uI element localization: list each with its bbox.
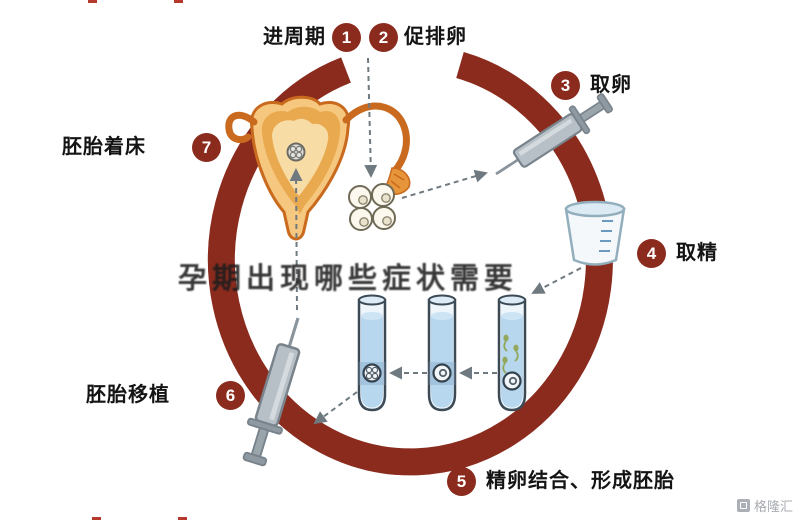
edge-artifact bbox=[178, 517, 187, 520]
edge-artifact bbox=[88, 0, 97, 3]
sperm-cells bbox=[502, 334, 519, 374]
step-7-badge: 7 bbox=[192, 133, 221, 162]
arrow-cup-to-tube bbox=[531, 267, 582, 294]
cup-graduation-marks bbox=[599, 220, 613, 252]
step-3-badge: 3 bbox=[551, 71, 580, 100]
gelonghui-watermark: 格隆汇 bbox=[736, 496, 793, 515]
embryo-cell-icon bbox=[362, 363, 382, 383]
step-3-label: 取卵 bbox=[590, 74, 632, 96]
test-tube-left bbox=[357, 294, 387, 412]
fertilized-egg-icon bbox=[432, 363, 452, 383]
step-5-badge: 5 bbox=[447, 467, 476, 496]
arrow-ovary-to-syringe bbox=[401, 169, 488, 199]
right-fallopian-tube bbox=[342, 102, 410, 176]
center-watermark-text: 孕期出现哪些症状需要 bbox=[178, 263, 519, 295]
step-1-badge: 1 bbox=[332, 23, 361, 52]
embryo-in-uterus bbox=[286, 142, 306, 162]
edge-artifact bbox=[174, 0, 183, 3]
step-4-badge: 4 bbox=[637, 239, 666, 268]
specimen-cup bbox=[564, 200, 626, 266]
test-tube-middle bbox=[427, 294, 457, 412]
flow-arrows bbox=[289, 57, 582, 425]
gelonghui-logo-icon bbox=[736, 499, 750, 512]
embryo-transfer-syringe bbox=[242, 317, 301, 467]
step-6-label: 胚胎移植 bbox=[86, 384, 170, 406]
egg-retrieval-syringe bbox=[495, 93, 614, 176]
test-tube-right bbox=[497, 294, 527, 412]
step-2-badge: 2 bbox=[369, 23, 398, 52]
ovary-eggs bbox=[348, 183, 396, 231]
step-6-badge: 6 bbox=[216, 381, 245, 410]
left-fallopian-tube bbox=[225, 111, 258, 144]
step-5-label: 精卵结合、形成胚胎 bbox=[486, 470, 675, 492]
step-7-label: 胚胎着床 bbox=[62, 136, 146, 158]
step-4-label: 取精 bbox=[676, 242, 718, 264]
arrow-stimulation-to-ovary bbox=[364, 57, 378, 178]
edge-artifact bbox=[92, 517, 101, 520]
arrow-tube-to-syringe bbox=[313, 391, 358, 425]
cycle-ring-arc bbox=[207, 52, 613, 476]
gelonghui-watermark-text: 格隆汇 bbox=[753, 499, 793, 514]
step-2-label: 促排卵 bbox=[404, 26, 467, 48]
step-1-label: 进周期 bbox=[263, 26, 326, 48]
egg-cell-icon bbox=[502, 371, 522, 391]
